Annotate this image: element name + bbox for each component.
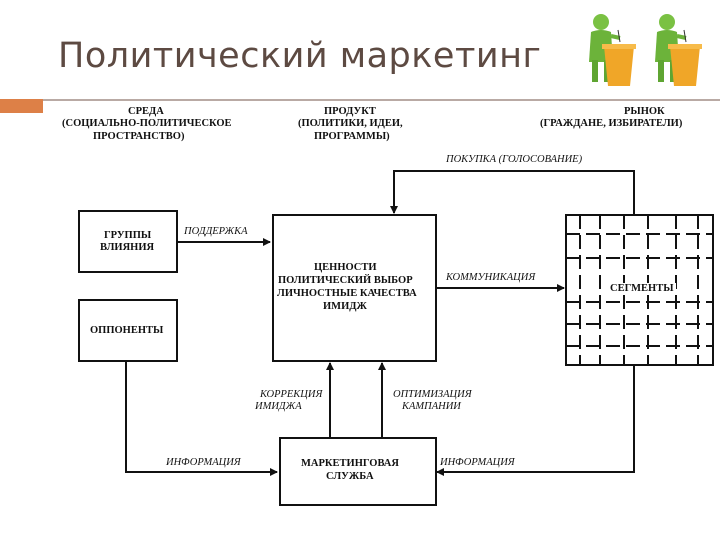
- campaign-optimization-label-2: КАМПАНИИ: [402, 401, 461, 412]
- image-correction-label-1: КОРРЕКЦИЯ: [260, 389, 323, 400]
- speaker-figure-right: [655, 14, 702, 86]
- information-left-label: ИНФОРМАЦИЯ: [166, 457, 241, 468]
- image-correction-label-2: ИМИДЖА: [255, 401, 302, 412]
- segments-label: СЕГМЕНТЫ: [608, 283, 676, 295]
- header-market-sub: (ГРАЖДАНЕ, ИЗБИРАТЕЛИ): [540, 118, 683, 129]
- opponents-box: [78, 299, 178, 362]
- values-box: [272, 214, 437, 362]
- purchase-label: ПОКУПКА (ГОЛОСОВАНИЕ): [446, 154, 583, 165]
- header-product-sub2: ПРОГРАММЫ): [314, 131, 390, 142]
- speakers-podium-icon: [576, 0, 720, 92]
- header-market: РЫНОК: [624, 106, 665, 117]
- segments-grid: [565, 214, 714, 366]
- header-environment: СРЕДА: [128, 106, 164, 117]
- influence-groups-label-2: ВЛИЯНИЯ: [100, 242, 155, 253]
- information-right-arrow: [436, 365, 635, 476]
- influence-groups-box: [78, 210, 178, 273]
- communication-label: КОММУНИКАЦИЯ: [446, 272, 536, 283]
- header-product-sub1: (ПОЛИТИКИ, ИДЕИ,: [298, 118, 403, 129]
- marketing-service-label-2: СЛУЖБА: [326, 471, 374, 482]
- values-label-3: ЛИЧНОСТНЫЕ КАЧЕСТВА: [277, 288, 417, 299]
- campaign-optimization-label-1: ОПТИМИЗАЦИЯ: [393, 389, 472, 400]
- information-left-arrow: [125, 362, 278, 476]
- opponents-label: ОППОНЕНТЫ: [90, 325, 164, 336]
- speaker-figure-left: [589, 14, 636, 86]
- header-environment-sub2: ПРОСТРАНСТВО): [93, 131, 185, 142]
- header-product: ПРОДУКТ: [324, 106, 376, 117]
- values-label-1: ЦЕННОСТИ: [314, 262, 377, 273]
- title-divider: [43, 99, 720, 101]
- information-right-label: ИНФОРМАЦИЯ: [440, 457, 515, 468]
- header-environment-sub1: (СОЦИАЛЬНО-ПОЛИТИЧЕСКОЕ: [62, 118, 232, 129]
- slide-title: Политический маркетинг: [58, 36, 542, 76]
- values-label-4: ИМИДЖ: [323, 301, 367, 312]
- marketing-service-box: [279, 437, 437, 506]
- purchase-arrow: [390, 170, 635, 215]
- marketing-service-label-1: МАРКЕТИНГОВАЯ: [301, 458, 399, 469]
- accent-bar: [0, 99, 43, 113]
- values-label-2: ПОЛИТИЧЕСКИЙ ВЫБОР: [278, 275, 413, 286]
- support-label: ПОДДЕРЖКА: [184, 226, 248, 237]
- influence-groups-label-1: ГРУППЫ: [104, 230, 152, 241]
